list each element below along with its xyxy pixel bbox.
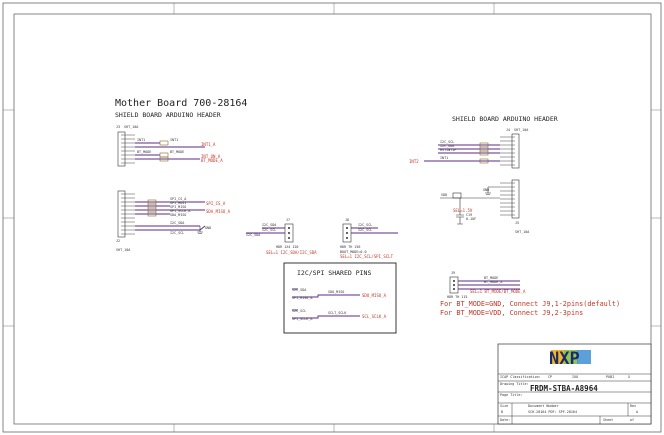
svg-text:SEL=1.5V: SEL=1.5V: [453, 208, 473, 213]
svg-text:I2C_SDA: I2C_SDA: [440, 144, 454, 148]
connector-j4: J4 SHT_10A I2C_SCL I2C_SDA RSTINTIP INT1…: [409, 128, 528, 169]
svg-text:IUO: IUO: [572, 375, 578, 379]
svg-text:BOOT_MODE=0.0: BOOT_MODE=0.0: [340, 250, 367, 254]
svg-text:HDR 1X4 120: HDR 1X4 120: [276, 245, 298, 249]
svg-text:SCH-28164 PDF: SPF-28164: SCH-28164 PDF: SPF-28164: [528, 410, 577, 414]
sheet-title: Mother Board 700-28164: [115, 98, 247, 109]
svg-text:INT1: INT1: [440, 156, 448, 160]
note-line-2: For BT_MODE=VDD, Connect J9,2-3pins: [440, 309, 583, 317]
svg-text:GND: GND: [483, 188, 489, 192]
svg-text:I2C_SDA: I2C_SDA: [292, 288, 306, 292]
svg-text:Page Title:: Page Title:: [500, 393, 522, 397]
svg-text:I2C/SPI SHARED PINS: I2C/SPI SHARED PINS: [297, 269, 371, 277]
svg-text:SPI_MOSI: SPI_MOSI: [170, 201, 186, 205]
svg-text:SHT_10A: SHT_10A: [515, 230, 529, 234]
connector-j5: J5 SHT_10A VDD GND SEL=1.5V C19 0.1UF: [440, 179, 529, 234]
svg-text:FRDM-STBA-A8964: FRDM-STBA-A8964: [530, 384, 598, 393]
svg-text:SDO_MISO_A: SDO_MISO_A: [362, 293, 387, 298]
svg-text:J9: J9: [451, 271, 455, 275]
svg-text:X: X: [628, 375, 631, 379]
svg-text:BT_MODE_A: BT_MODE_A: [201, 158, 223, 163]
svg-text:INT1: INT1: [137, 138, 145, 142]
svg-text:SPI_MISO_A: SPI_MISO_A: [292, 296, 312, 300]
connector-j7: J7 I2C_SDA I2C_SCL I2C_SDA HDR 1X4 120 S…: [246, 218, 317, 255]
connector-j2: J2 SHT_10A: [116, 190, 135, 252]
svg-text:A: A: [636, 410, 638, 414]
svg-text:RSTINTIP: RSTINTIP: [440, 148, 456, 152]
svg-text:SHT_10A: SHT_10A: [124, 125, 138, 129]
nxp-logo: NXP: [549, 349, 591, 369]
svg-text:I2C_SCL: I2C_SCL: [262, 228, 276, 232]
svg-text:I2C_SCL: I2C_SCL: [440, 140, 454, 144]
svg-text:SCL_SCLK_A: SCL_SCLK_A: [362, 314, 387, 319]
svg-text:BT_MODE: BT_MODE: [484, 276, 498, 280]
svg-text:I2C_SDA: I2C_SDA: [170, 221, 184, 225]
svg-text:INT1: INT1: [170, 138, 178, 142]
svg-text:SDA_MISO: SDA_MISO: [170, 213, 186, 217]
connector-j3: J3 SHT_10A: [116, 125, 138, 167]
svg-text:B: B: [501, 410, 503, 414]
svg-text:J4: J4: [506, 128, 510, 132]
svg-text:SEL=1 I2C_SDA/I2C_SDA: SEL=1 I2C_SDA/I2C_SDA: [266, 250, 317, 255]
svg-text:SDO_MISO: SDO_MISO: [328, 290, 344, 294]
svg-text:Sheet: Sheet: [603, 418, 613, 422]
svg-text:J7: J7: [286, 218, 290, 222]
svg-text:I2C_SCL: I2C_SCL: [358, 228, 372, 232]
svg-text:C19: C19: [466, 213, 472, 217]
svg-text:INT1_A: INT1_A: [201, 142, 216, 147]
left-bottom-nets: SPI_CS_A SPI_MOSI SPI_MISO SPI_SCLK_A SD…: [135, 197, 231, 235]
svg-text:SPI_CS_A: SPI_CS_A: [170, 197, 186, 201]
svg-text:J3: J3: [116, 125, 120, 129]
connector-j8: J8 I2C_SCL I2C_SCL HDR TH 156 BOOT_MODE=…: [340, 218, 398, 259]
svg-text:0.1UF: 0.1UF: [466, 217, 476, 221]
svg-text:HDR TH 156: HDR TH 156: [340, 245, 360, 249]
svg-text:I2C_SCL: I2C_SCL: [358, 223, 372, 227]
svg-text:I2C_SCL: I2C_SCL: [170, 231, 184, 235]
svg-text:SPI_SCLK_A: SPI_SCLK_A: [170, 209, 190, 213]
svg-text:HDR TH 115: HDR TH 115: [447, 295, 467, 299]
frame-ticks: [3, 3, 661, 432]
svg-text:Date:: Date:: [500, 418, 510, 422]
svg-text:SHT_10A: SHT_10A: [514, 128, 528, 132]
svg-text:GND: GND: [205, 226, 211, 230]
svg-text:BT_MODE: BT_MODE: [170, 150, 184, 154]
connector-j9: J9 BT_MODE BT_MODE_A HDR TH 115 SEL=1 BT…: [447, 271, 526, 299]
svg-text:SDA_MISO_A: SDA_MISO_A: [206, 209, 231, 214]
svg-text:Document Number: Document Number: [528, 404, 559, 408]
svg-text:I2C_SDA: I2C_SDA: [262, 223, 276, 227]
left-header-title: SHIELD BOARD ARDUINO HEADER: [115, 111, 221, 119]
right-header-title: SHIELD BOARD ARDUINO HEADER: [452, 115, 558, 123]
svg-text:VDD: VDD: [441, 193, 447, 197]
left-top-nets: INT1 INT1 BT_MODE BT_MODE INT1_A INT_ON_…: [135, 138, 223, 163]
svg-text:SCLT_SCLK: SCLT_SCLK: [328, 311, 347, 315]
shared-pins-box: I2C/SPI SHARED PINS I2C_SDA SPI_MISO_A S…: [283, 262, 397, 334]
svg-text:SPI_MISO: SPI_MISO: [170, 205, 186, 209]
svg-text:SPI_CS_A: SPI_CS_A: [206, 201, 226, 206]
svg-text:of: of: [630, 418, 634, 422]
svg-text:INT_ON_A: INT_ON_A: [201, 154, 221, 159]
svg-text:SEL=1 I2C_SCL/SPI_SCLT: SEL=1 I2C_SCL/SPI_SCLT: [340, 254, 394, 259]
svg-text:SEL=1 BT_MODE/BT_MODE_A: SEL=1 BT_MODE/BT_MODE_A: [470, 289, 526, 294]
note-line-1: For BT_MODE=GND, Connect J9,1-2pins(defa…: [440, 300, 620, 308]
svg-text:BT_MODE: BT_MODE: [137, 150, 151, 154]
svg-text:Rev: Rev: [630, 404, 636, 408]
svg-text:BT_MODE_A: BT_MODE_A: [484, 280, 502, 284]
svg-text:NXP: NXP: [549, 349, 580, 369]
svg-text:Size: Size: [500, 404, 508, 408]
inner-frame: [13, 13, 652, 425]
svg-text:INT2: INT2: [409, 159, 419, 164]
svg-text:Drawing Title:: Drawing Title:: [500, 382, 529, 386]
svg-text:I2C_SCL: I2C_SCL: [292, 309, 306, 313]
svg-text:J8: J8: [345, 218, 349, 222]
svg-text:ICAP Classification:: ICAP Classification:: [500, 375, 541, 379]
svg-text:SHT_10A: SHT_10A: [116, 248, 130, 252]
svg-text:J5: J5: [515, 221, 519, 225]
svg-text:CP: CP: [548, 375, 552, 379]
svg-text:J2: J2: [116, 239, 120, 243]
svg-text:PUBI: PUBI: [606, 375, 614, 379]
title-block: NXP ICAP Classification: CP IUO PUBI X D…: [497, 343, 652, 425]
svg-text:SPI_SCLK_A: SPI_SCLK_A: [292, 317, 312, 321]
svg-text:I2C_SDA: I2C_SDA: [246, 233, 260, 237]
